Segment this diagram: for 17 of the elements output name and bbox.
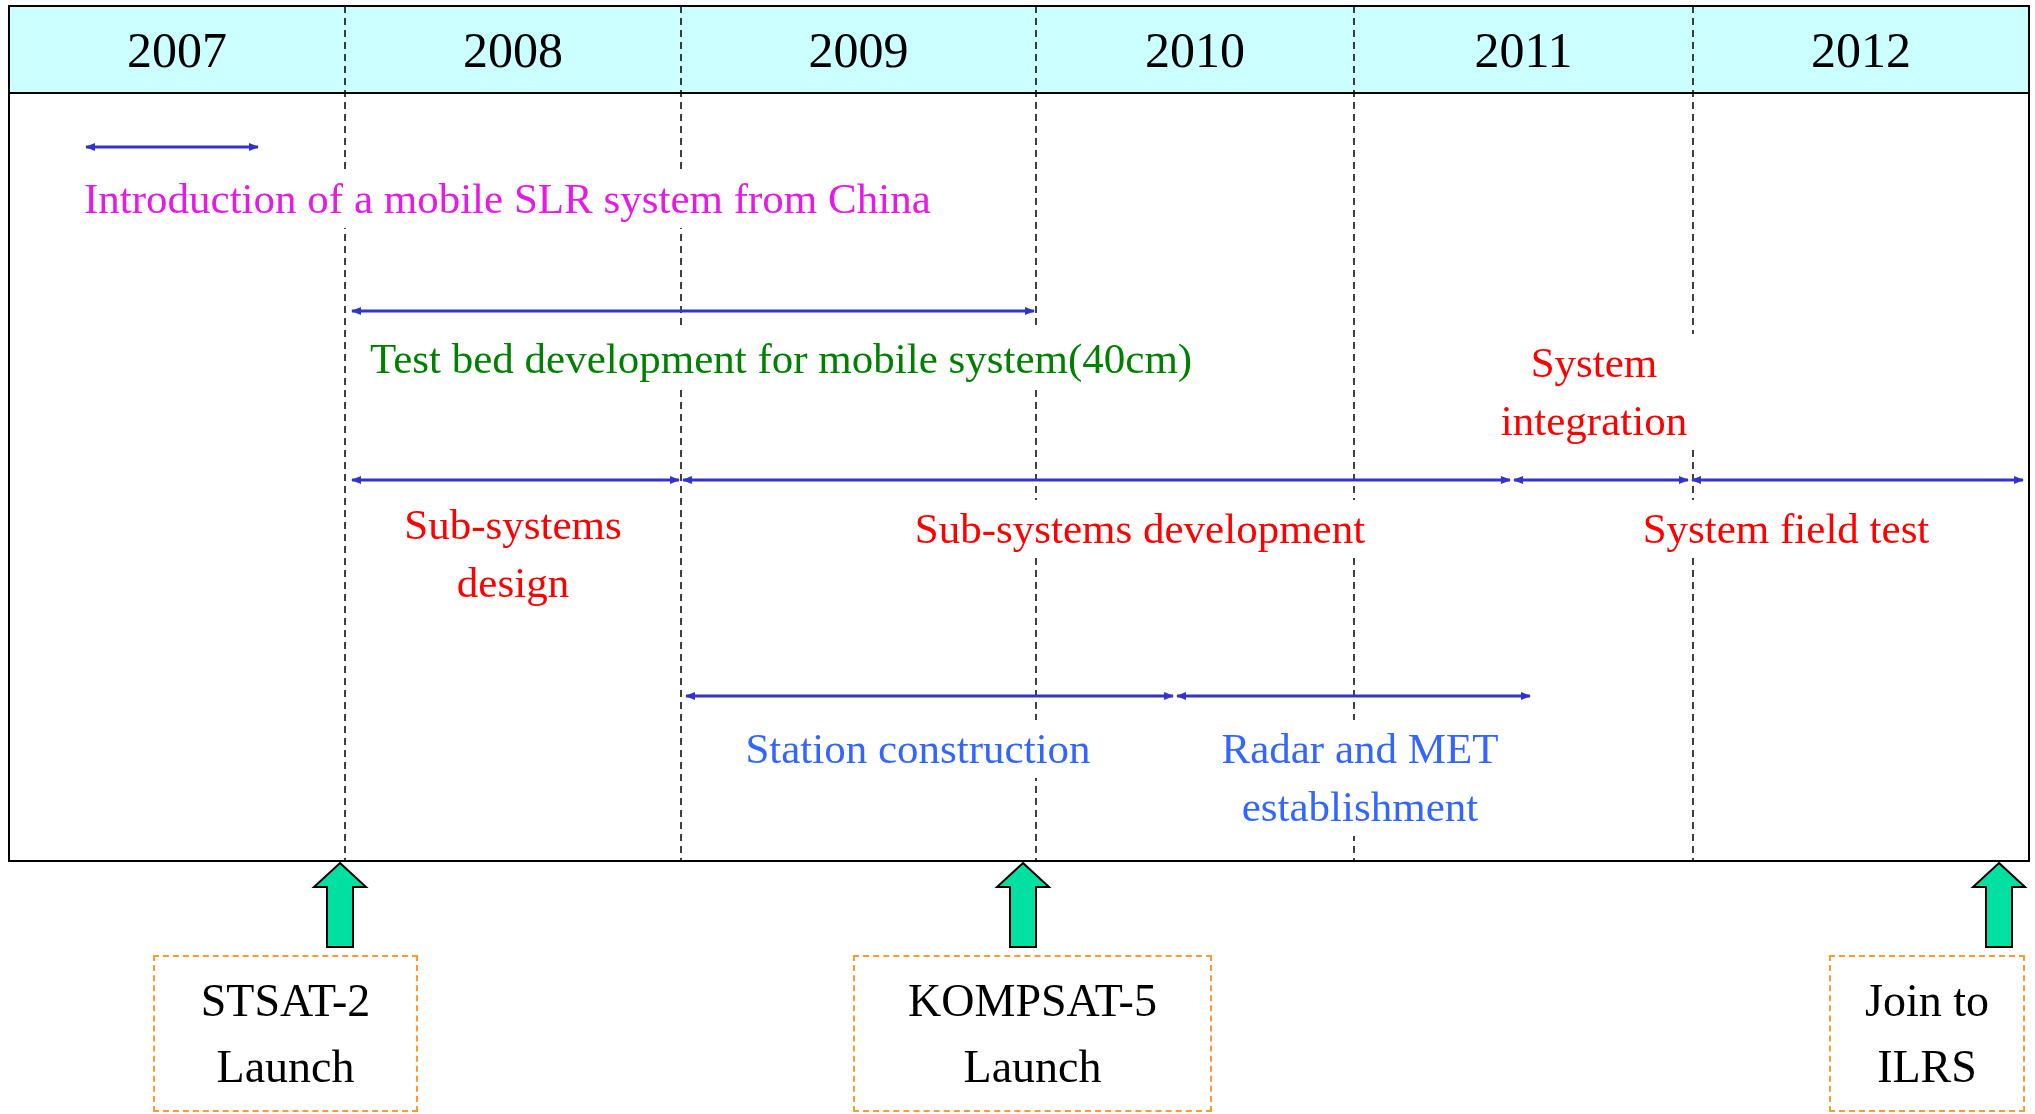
milestone-box bbox=[853, 955, 1212, 1112]
milestone-label: STSAT-2 Launch bbox=[199, 973, 372, 1094]
year-label: 2009 bbox=[808, 24, 909, 75]
year-label: 2010 bbox=[1145, 24, 1245, 75]
milestone-arrow bbox=[994, 861, 1052, 948]
year-label: 2011 bbox=[1474, 24, 1573, 75]
phase-label: Station construction bbox=[745, 720, 1091, 778]
milestone-arrow bbox=[1970, 861, 2028, 948]
year-label: 2012 bbox=[1811, 24, 1911, 75]
milestone-box bbox=[153, 955, 418, 1112]
phase-label: Test bed development for mobile system(40cm) bbox=[370, 330, 1193, 388]
year-label: 2007 bbox=[127, 24, 227, 75]
milestone-label: Join to ILRS bbox=[1864, 973, 1990, 1094]
milestone-box bbox=[1829, 955, 2025, 1112]
milestone-arrow bbox=[311, 861, 369, 948]
milestone-label: KOMPSAT-5 Launch bbox=[907, 973, 1158, 1094]
year-label: 2008 bbox=[463, 24, 563, 75]
